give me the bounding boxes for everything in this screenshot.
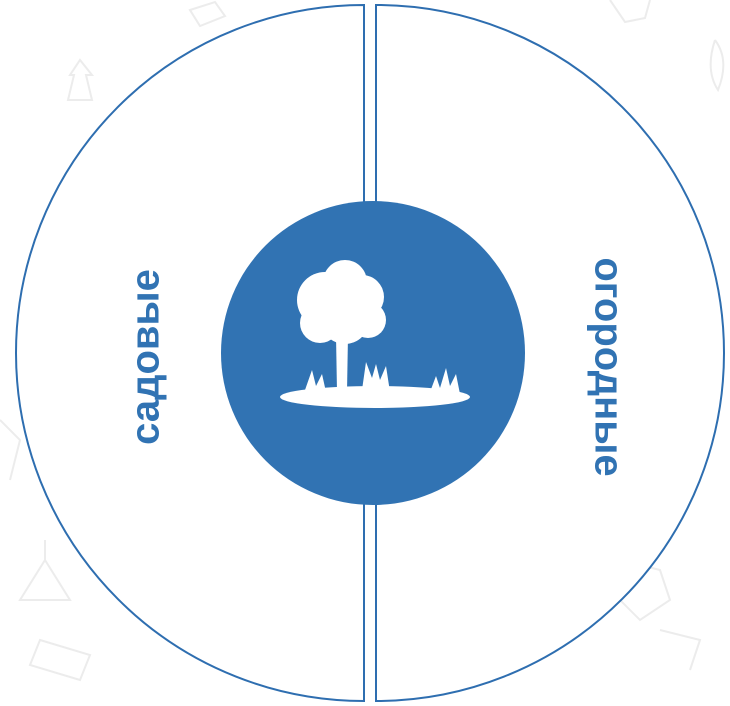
left-label: садовые [124, 269, 168, 445]
left-half-panel [15, 3, 365, 703]
watermark-tent-icon-2 [18, 540, 72, 601]
watermark-shape-2 [609, 0, 651, 24]
tree-on-grass-icon [280, 260, 470, 408]
right-label: огородные [586, 257, 630, 476]
watermark-shape-6 [659, 629, 702, 671]
watermark-shape-1 [188, 0, 227, 28]
right-half-panel [375, 3, 725, 703]
center-circle [221, 201, 525, 505]
watermark-shape-4 [28, 638, 92, 682]
background-watermark [0, 0, 725, 682]
watermark-shape-3 [709, 39, 725, 93]
watermark-shape-7 [0, 419, 22, 481]
watermark-tent-icon-1 [66, 58, 95, 101]
